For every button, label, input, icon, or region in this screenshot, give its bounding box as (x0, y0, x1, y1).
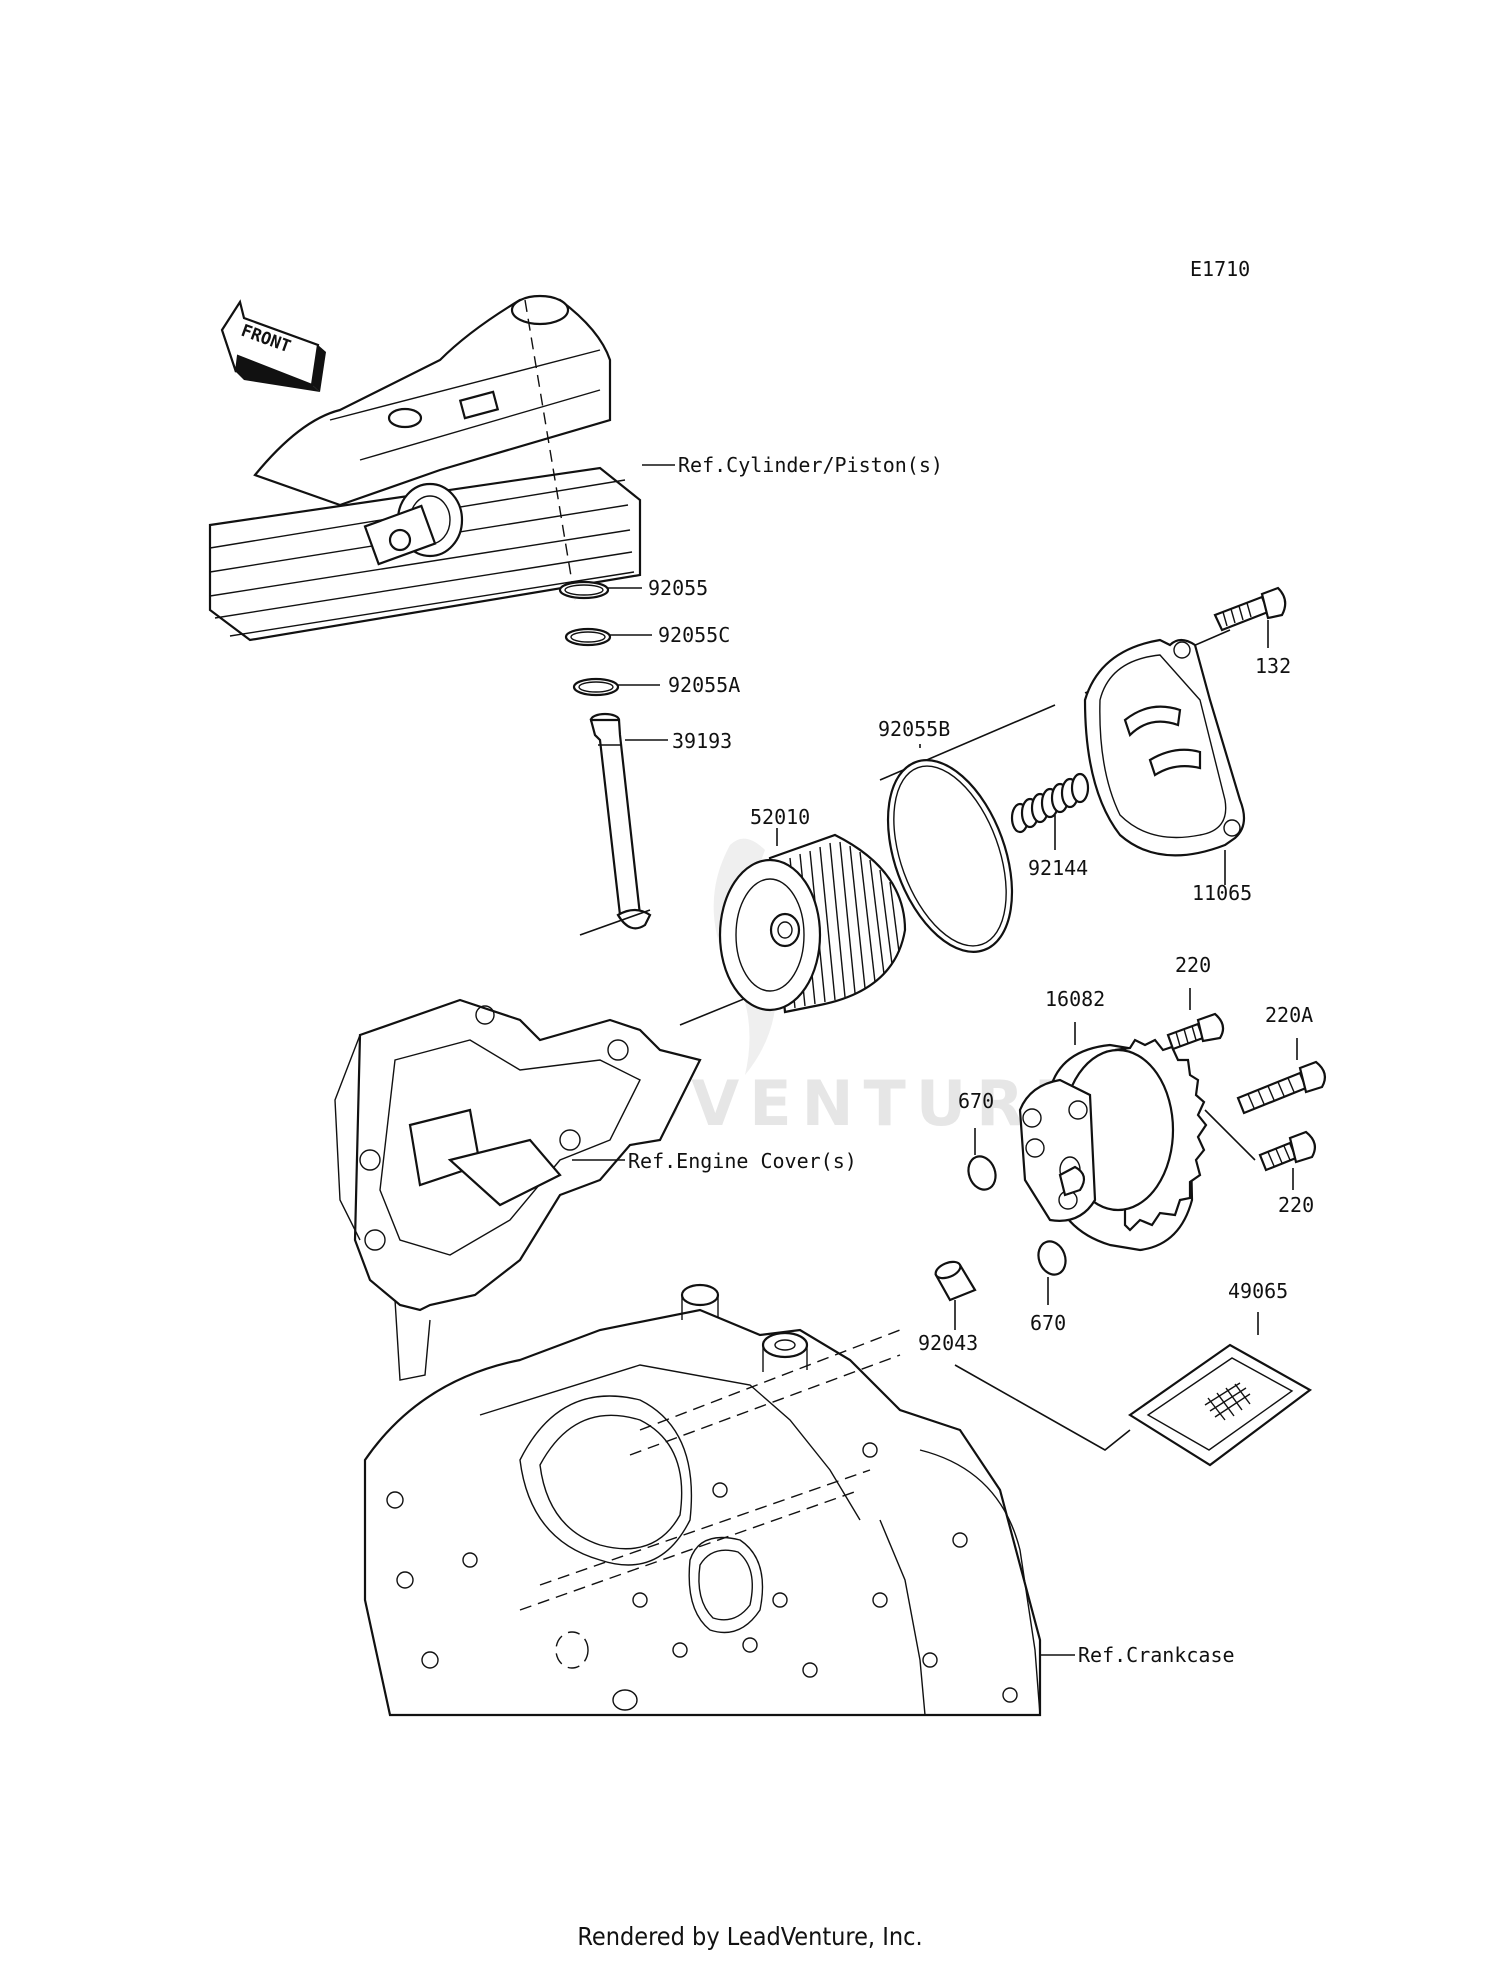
o-ring-670-left (967, 1155, 997, 1191)
part-220-bottom-label: 220 (1278, 1193, 1314, 1217)
front-arrow-icon: FRONT (220, 299, 326, 392)
part-220-top-label: 220 (1175, 953, 1211, 977)
spring-92144 (1010, 772, 1090, 834)
ref-engine-cover-label: Ref.Engine Cover(s) (628, 1149, 857, 1173)
o-ring-92055a (572, 677, 620, 697)
part-39193-label: 39193 (672, 729, 732, 753)
part-16082-label: 16082 (1045, 987, 1105, 1011)
part-92055c-label: 92055C (658, 623, 730, 647)
axis-line (579, 909, 651, 936)
filter-cover-11065 (1083, 638, 1246, 857)
bolt-132 (1213, 586, 1287, 632)
bolt-220a (1236, 1060, 1327, 1115)
ref-cylinder-label: Ref.Cylinder/Piston(s) (678, 453, 943, 477)
engine-cover-illustration (334, 998, 702, 1381)
footer-credit: Rendered by LeadVenture, Inc. (577, 1922, 923, 1951)
bolt-220-bottom (1258, 1130, 1317, 1172)
diagram-code: E1710 (1190, 257, 1250, 281)
part-92144-label: 92144 (1028, 856, 1088, 880)
o-ring-92055c (564, 627, 612, 647)
part-670-left-label: 670 (958, 1089, 994, 1113)
o-ring-92055b (886, 759, 1014, 953)
o-ring-670-right (1037, 1240, 1067, 1276)
part-11065-label: 11065 (1192, 881, 1252, 905)
oil-filter-52010 (718, 833, 907, 1014)
bolt-220-top (1166, 1012, 1225, 1051)
cylinder-illustration (208, 294, 642, 642)
part-52010-label: 52010 (750, 805, 810, 829)
leader-line (954, 1364, 1131, 1451)
part-220a-label: 220A (1265, 1003, 1313, 1027)
part-132-label: 132 (1255, 654, 1291, 678)
part-92055a-label: 92055A (668, 673, 740, 697)
part-670-right-label: 670 (1030, 1311, 1066, 1335)
ref-crankcase-label: Ref.Crankcase (1078, 1643, 1235, 1667)
part-92055b-label: 92055B (878, 717, 950, 741)
o-ring-92055 (558, 580, 610, 600)
dowel-pin-92043 (934, 1260, 977, 1302)
part-49065-label: 49065 (1228, 1279, 1288, 1303)
oil-pump-16082 (1018, 1038, 1208, 1252)
crankcase-illustration (363, 1283, 1042, 1717)
part-92055-label: 92055 (648, 576, 708, 600)
filter-screen-49065 (1128, 1343, 1313, 1467)
pipe-39193 (589, 712, 652, 930)
leader-line (1204, 1109, 1256, 1161)
part-92043-label: 92043 (918, 1331, 978, 1355)
